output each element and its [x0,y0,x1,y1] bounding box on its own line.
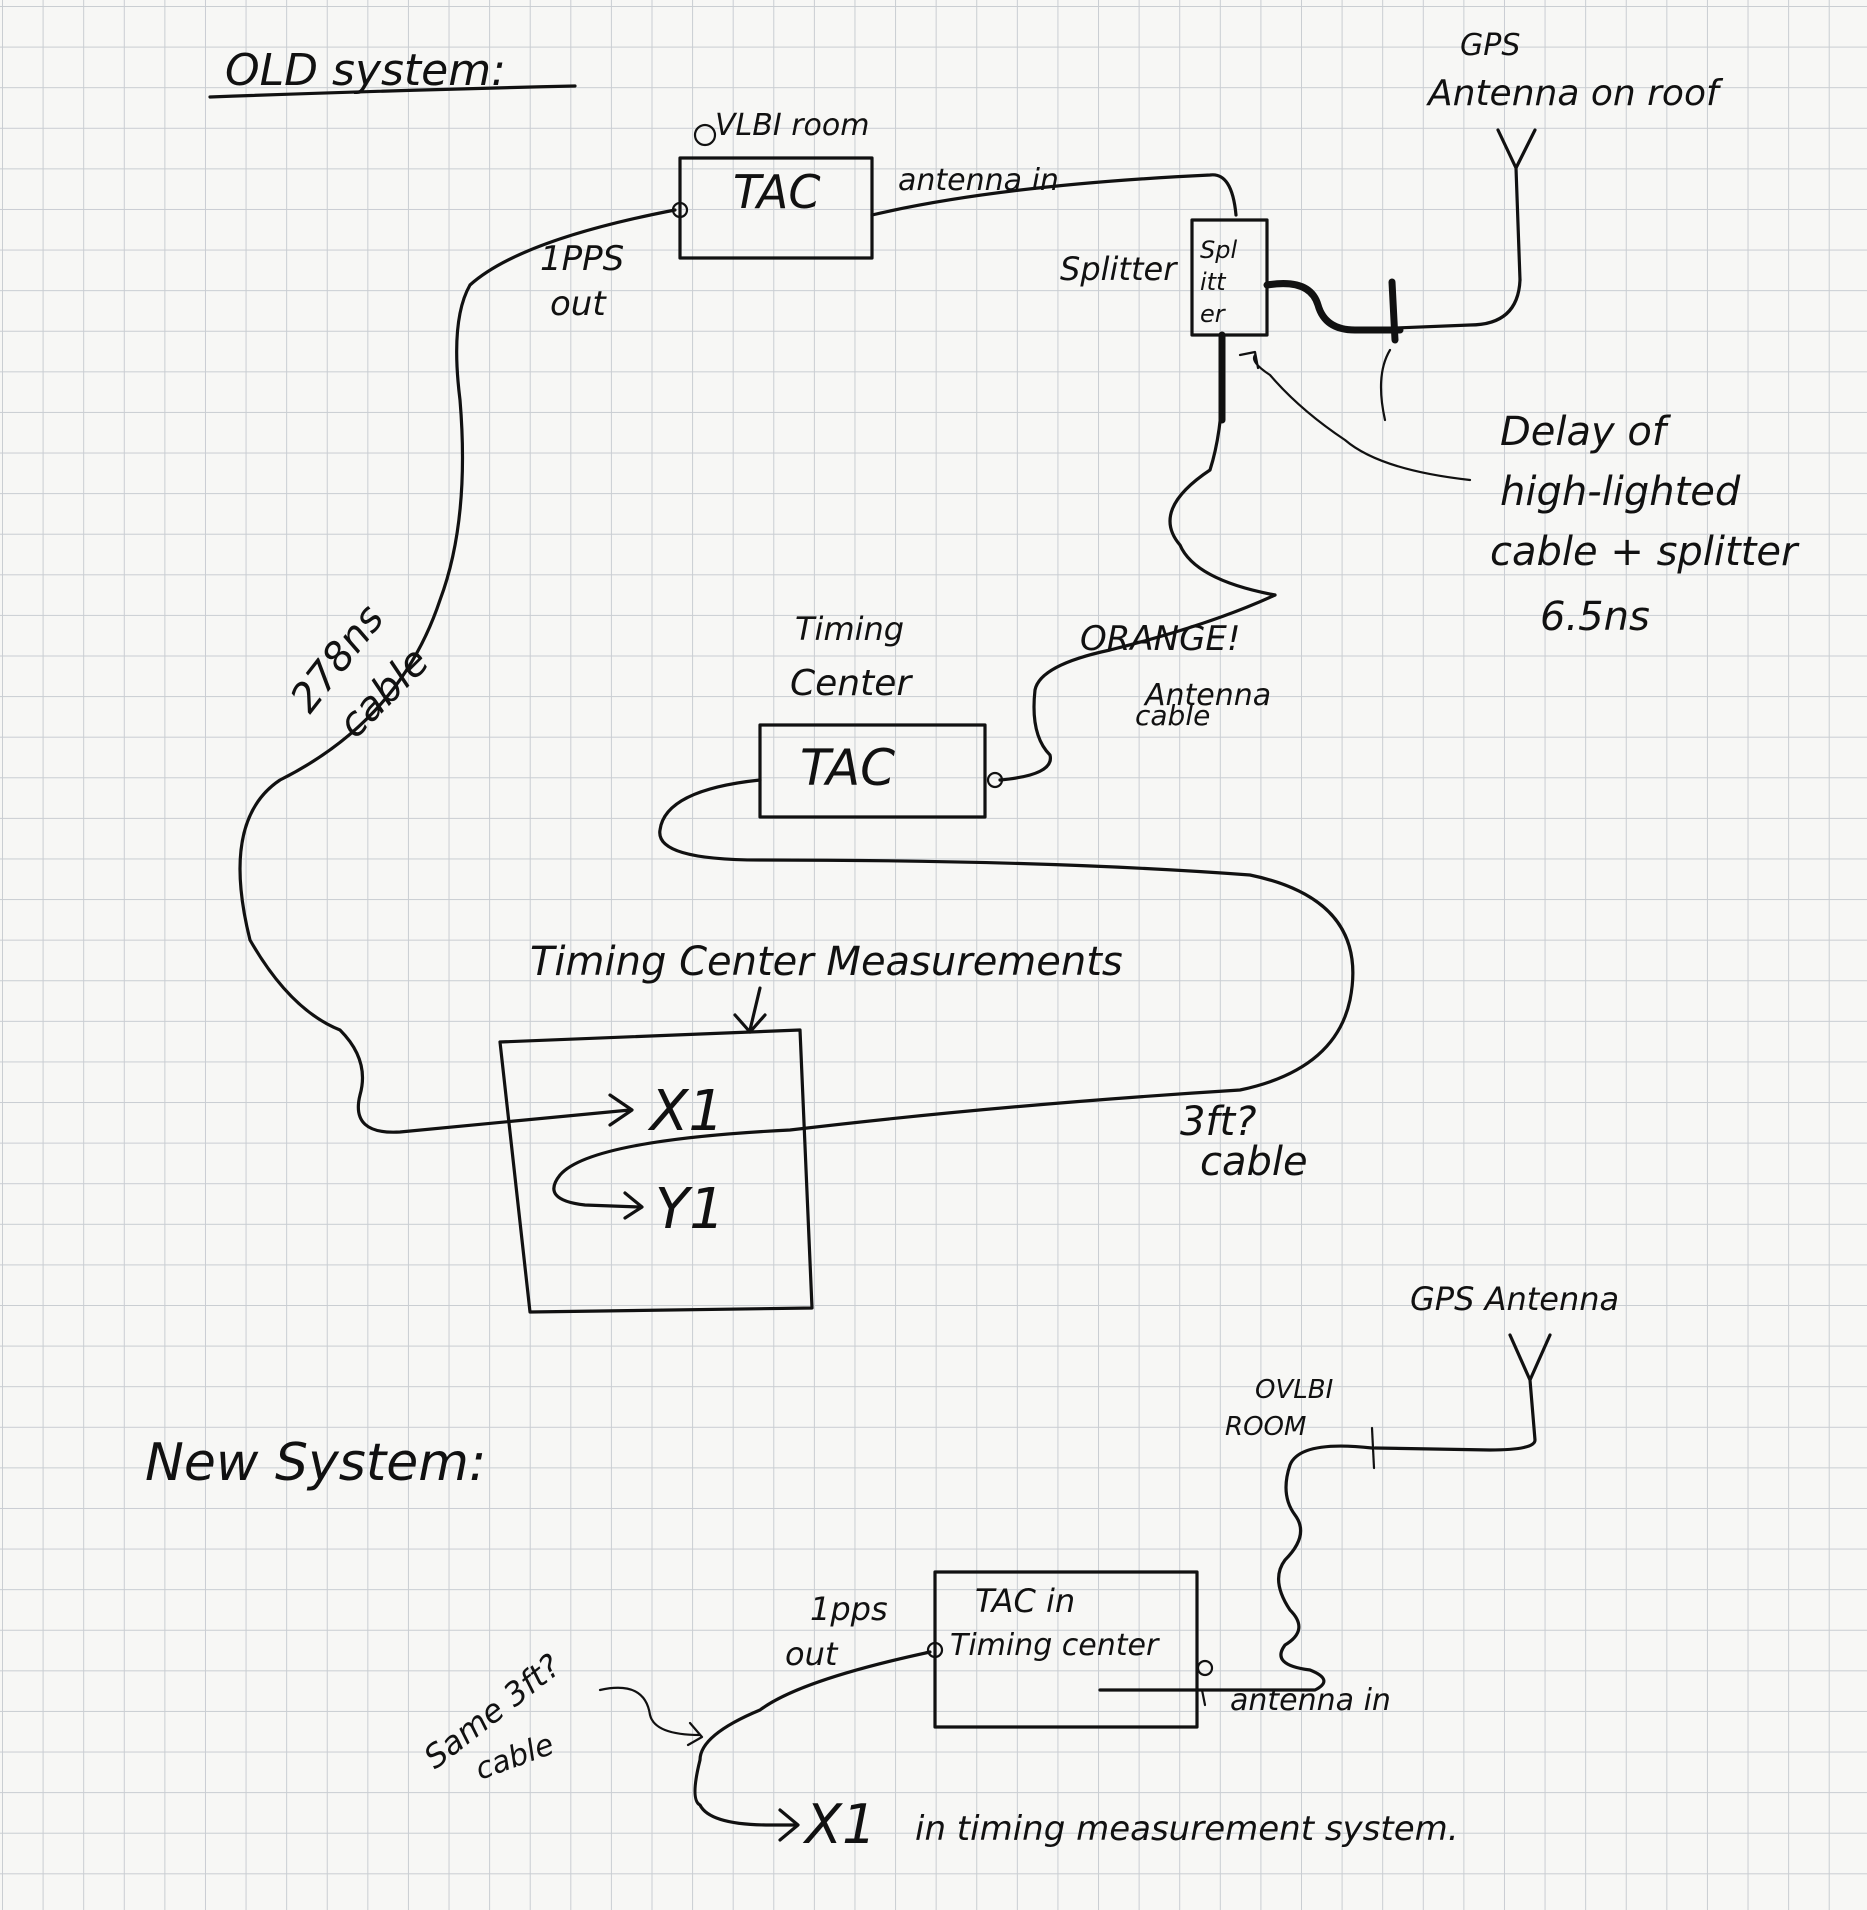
new-tac-line2: Timing center [950,1628,1160,1663]
antenna-in-label: antenna in [898,163,1059,198]
delay-note-line4: 6.5ns [1540,594,1650,640]
new-pps-out-line2: out [785,1635,839,1673]
new-antenna-cable [1098,1444,1374,1692]
new-vlbi-room-line2: ROOM [1225,1412,1306,1442]
new-pps-cable [693,1650,932,1827]
gps-antenna-cable [1393,278,1522,330]
splitter-out-cable [1168,338,1277,597]
measurements-pointer-arrow [733,986,767,1034]
splitter-label: Splitter [1060,250,1178,288]
new-vlbi-room-line1: OVLBI [1255,1375,1333,1405]
cable-278ns [238,208,677,1134]
splitter-box-line3: er [1200,300,1227,328]
new-x1-arrowhead-icon [778,1808,800,1842]
tac-vlbi-label: TAC [733,165,820,219]
cable-3ft [552,778,1355,1209]
antenna-cable-line1: Antenna [1143,678,1271,713]
new-gps-antenna-symbol-icon [1373,1333,1552,1452]
vlbi-room-marker [693,123,717,147]
title-underline [208,84,577,99]
same-cable-pointer-arrow [598,1686,704,1747]
pps-out-line2: out [550,284,607,324]
measurements-box [498,1028,814,1314]
delay-note-line3: cable + splitter [1490,529,1800,575]
y1-label-old: Y1 [655,1177,725,1242]
delay-pointer-arrow [1238,350,1472,482]
splitter-box [1190,218,1269,337]
tac-timing-box [758,723,987,819]
x1-label-old: X1 [647,1079,724,1144]
y1-arrowhead-old-icon [623,1191,644,1220]
cable-3ft-line1: 3ft? [1180,1099,1256,1145]
new-pps-out-line1: 1pps [810,1590,888,1628]
new-system-title: New System: [145,1433,486,1493]
new-tac-pps-connector [926,1641,944,1659]
delay-pointer-arrow-2 [1379,348,1392,422]
splitter-box-line2: itt [1200,268,1227,296]
antenna-cable-line2: cable [1135,699,1210,732]
new-x1-label: X1 [802,1793,876,1856]
new-antenna-in-tick [1200,1688,1207,1707]
delay-note-line2: high-lighted [1500,469,1741,515]
new-tac-line1: TAC in [975,1582,1075,1620]
tac-vlbi-box [678,156,874,260]
tac-timing-label: TAC [800,739,895,797]
splitter-box-line1: Spl [1200,236,1237,264]
gps-antenna-label-line1: GPS [1460,28,1520,63]
new-gps-antenna-label: GPS Antenna [1410,1280,1619,1318]
measurements-label: Timing Center Measurements [530,939,1123,985]
new-tac-box [933,1570,1199,1729]
pps-out-line1: 1PPS [540,239,624,279]
gps-antenna-label-line2: Antenna on roof [1426,73,1724,114]
delay-note-line1: Delay of [1500,409,1672,455]
old-system-section: OLD system: VLBI room TAC antenna in GPS… [208,28,1800,1314]
orange-antenna-cable [998,593,1277,782]
new-antenna-in-label: antenna in [1230,1683,1391,1718]
antenna-in-cable [870,173,1238,217]
timing-center-line1: Timing [795,610,904,648]
timing-center-line2: Center [790,663,913,704]
new-system-section: New System: GPS Antenna OVLBI ROOM TAC i… [145,1280,1619,1856]
gps-antenna-symbol-icon [1496,128,1537,282]
cable-3ft-line2: cable [1200,1139,1308,1185]
highlighted-cable [1263,278,1404,344]
x1-arrowhead-old-icon [608,1093,634,1127]
vlbi-room-label: VLBI room [715,108,869,143]
new-x1-note: in timing measurement system. [915,1809,1459,1849]
orange-label: ORANGE! [1080,619,1241,659]
new-tac-antenna-connector [1196,1659,1214,1677]
